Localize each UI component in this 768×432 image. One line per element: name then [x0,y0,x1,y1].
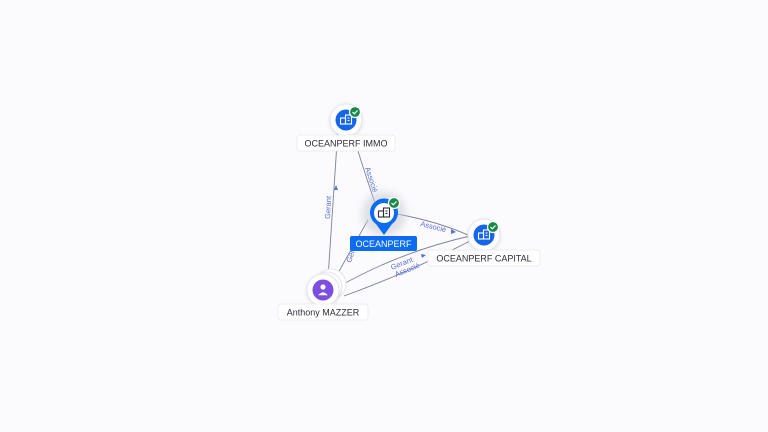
arrow-focus-capital [451,229,456,234]
person-body [318,292,328,296]
node-label: OCEANPERF IMMO [304,139,387,149]
focus-label: OCEANPERF [355,239,412,249]
node-anthony-mazzer[interactable]: Anthony MAZZER [277,268,369,321]
person-icon [312,279,334,301]
node-oceanperf-focus[interactable]: OCEANPERF [350,192,417,251]
edge-label-focus-capital: Associé [420,219,448,234]
edge-person-capital-b[interactable] [343,239,473,297]
node-oceanperf-capital[interactable]: OCEANPERF CAPITAL [427,218,541,267]
edge-person-immo[interactable] [327,127,339,279]
node-label: Anthony MAZZER [287,308,360,318]
edge-person-capital-a[interactable] [339,235,471,287]
check-badge-icon [348,105,362,119]
arrow-person-immo [334,185,338,190]
node-label-box [296,134,396,152]
building-glyph [477,229,491,240]
focus-label-box [350,236,417,251]
check-mark [391,201,397,206]
arrow-person-capital [421,254,426,258]
node-label-box [427,249,541,267]
check-badge-icon [387,196,401,210]
building-icon [377,207,391,218]
check-mark [490,225,496,230]
edge-label-person-immo: Gerant [323,195,333,219]
edge-label-immo-focus: Associé [363,166,380,194]
check-badge-icon [486,220,500,234]
check-mark [352,110,358,115]
building-glyph [339,114,353,125]
node-label-box [277,303,369,321]
node-oceanperf-immo[interactable]: OCEANPERF IMMO [296,103,396,152]
node-label: OCEANPERF CAPITAL [436,254,531,264]
person-head [320,284,326,290]
